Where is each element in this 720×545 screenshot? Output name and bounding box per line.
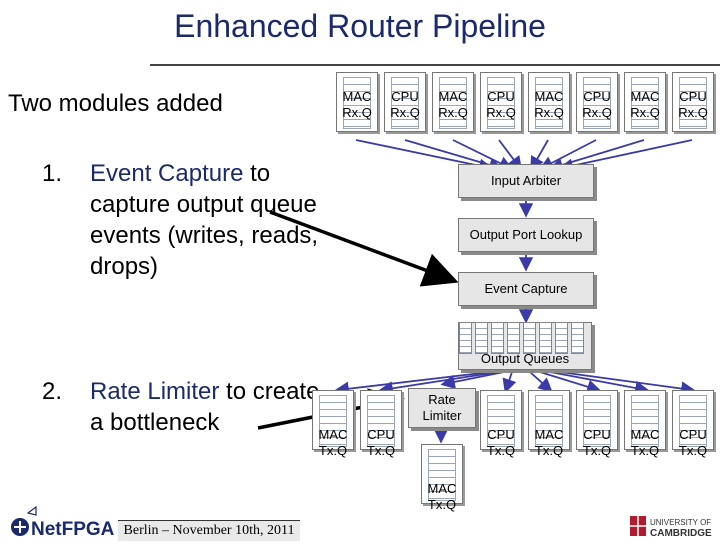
tx-arrow: [549, 371, 650, 396]
rx-arrow: [404, 139, 504, 172]
item-body: Event Capture to capture output queue ev…: [90, 158, 320, 282]
rate-limited-tx-queue: MAC Tx.Q: [421, 444, 463, 512]
rx-queue: CPU Rx.Q: [672, 72, 714, 132]
output-queue-slot: [555, 322, 568, 354]
rx-queue: MAC Rx.Q: [432, 72, 474, 132]
item-body: Rate Limiter to create a bottleneck: [90, 376, 320, 438]
rx-queue: CPU Rx.Q: [576, 72, 618, 132]
rate-limiter: Rate Limiter: [408, 388, 476, 428]
page-title: Enhanced Router Pipeline: [174, 8, 546, 44]
tx-arrow: [378, 371, 499, 396]
rx-arrow: [530, 139, 549, 172]
output-queue-slot: [507, 322, 520, 354]
tx-arrow: [559, 371, 696, 396]
cambridge-logo-line2: CAMBRIDGE: [650, 528, 712, 539]
tx-queue: CPU Tx.Q: [360, 390, 402, 458]
event-capture: Event Capture: [458, 272, 594, 306]
item-text: to capture output queue events (writes, …: [90, 160, 319, 280]
rx-queue: CPU Rx.Q: [480, 72, 522, 132]
output-queue-slot: [539, 322, 552, 354]
footer-caption: Berlin – November 10th, 2011: [118, 520, 300, 541]
netfpga-logo: NetFPGA: [6, 505, 116, 540]
output-queue-slot: [571, 322, 584, 354]
tx-arrow: [334, 371, 491, 396]
netfpga-logo-text: NetFPGA: [31, 519, 115, 539]
tx-arrow: [539, 371, 602, 394]
item-highlight: Rate Limiter: [90, 378, 220, 405]
rx-arrow: [355, 139, 494, 173]
output-queues-label: Output Queues: [480, 351, 570, 366]
item-event-capture: 1. Event Capture to capture output queue…: [42, 158, 322, 318]
output-queue-slot: [459, 322, 472, 354]
tx-queue: MAC Tx.Q: [624, 390, 666, 458]
tx-arrow: [502, 371, 517, 394]
rx-queue: CPU Rx.Q: [384, 72, 426, 132]
output-port-lookup: Output Port Lookup: [458, 218, 594, 252]
item-text: to create a bottleneck: [90, 378, 320, 436]
tx-queue: CPU Tx.Q: [576, 390, 618, 458]
item-highlight: Event Capture: [90, 160, 244, 187]
pointer-event-capture: [269, 210, 459, 287]
item-number: 2.: [42, 378, 63, 405]
rx-arrow: [452, 139, 514, 170]
tx-queue: MAC Tx.Q: [312, 390, 354, 458]
tx-queue: CPU Tx.Q: [672, 390, 714, 458]
cambridge-logo: UNIVERSITY OF CAMBRIDGE: [628, 512, 720, 540]
item-number: 1.: [42, 160, 63, 187]
cambridge-logo-line1: UNIVERSITY OF: [650, 518, 711, 527]
input-arbiter: Input Arbiter: [458, 164, 594, 198]
rx-queue: MAC Rx.Q: [336, 72, 378, 132]
tx-arrow: [529, 371, 553, 393]
subtitle: Two modules added: [8, 90, 223, 117]
item-rate-limiter: 2. Rate Limiter to create a bottleneck: [42, 376, 322, 476]
tx-arrow: [440, 371, 505, 389]
tx-queue: MAC Tx.Q: [528, 390, 570, 458]
rx-queue: MAC Rx.Q: [624, 72, 666, 132]
rx-arrow: [498, 139, 523, 171]
output-queue-slot: [475, 322, 488, 354]
output-queue-slot: [523, 322, 536, 354]
title-divider: [150, 64, 720, 66]
rx-arrow: [558, 139, 693, 173]
output-queue-slot: [491, 322, 504, 354]
rx-queue: MAC Rx.Q: [528, 72, 570, 132]
tx-queue: CPU Tx.Q: [480, 390, 522, 458]
